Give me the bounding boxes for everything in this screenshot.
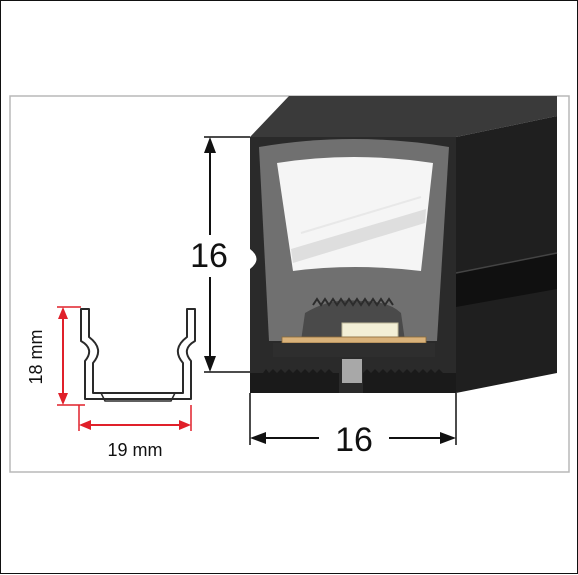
clip-width-dimension: 19 mm — [78, 405, 192, 460]
profile-center-slot — [342, 359, 362, 383]
clip-outline — [80, 308, 196, 400]
led-chip — [341, 322, 399, 338]
clip-height-label: 18 mm — [26, 329, 46, 384]
profile-side-face — [456, 116, 557, 393]
mounting-clip — [80, 308, 196, 402]
height-label: 16 — [190, 237, 228, 275]
profile-top-face — [250, 96, 557, 137]
width-dimension: 16 — [249, 393, 457, 459]
profile-bottom-teeth-left — [250, 369, 339, 393]
pcb-strip — [281, 336, 427, 344]
profile-side-groove — [456, 253, 557, 307]
height-dimension: 16 — [190, 136, 250, 373]
neon-profile — [250, 96, 558, 393]
clip-width-label: 19 mm — [107, 440, 162, 460]
clip-height-dimension: 18 mm — [26, 306, 85, 406]
width-label: 16 — [335, 421, 373, 459]
profile-bottom-teeth-right — [363, 369, 456, 393]
